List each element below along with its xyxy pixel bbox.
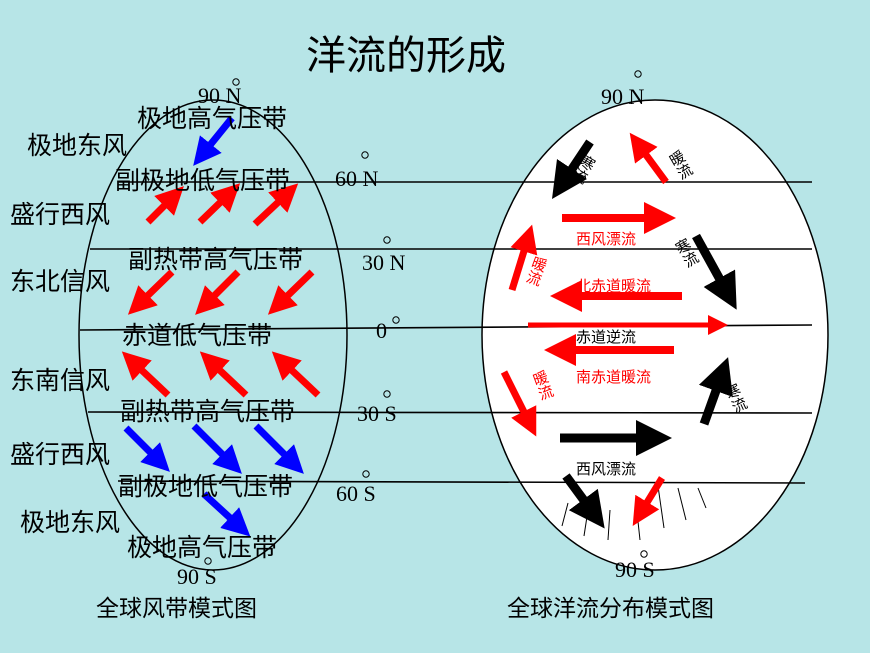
wind-globe-ellipse	[78, 99, 348, 571]
lat-90n-left: 90 N	[198, 83, 242, 108]
wind-arrow-ne-trade	[195, 269, 241, 315]
wind-arrows	[121, 115, 321, 537]
lat-90s-left: 90 S	[177, 564, 217, 589]
label-polar-high-s: 极地高气压带	[127, 533, 278, 562]
label-north-eq-warm: 北赤道暖流	[576, 277, 652, 295]
current-warm-se	[632, 476, 665, 526]
label-subpolar-low-s: 副极地低气压带	[118, 472, 294, 501]
label-west-wind-drift-s: 西风漂流	[576, 460, 637, 478]
wind-arrow-ne-trade	[127, 269, 175, 315]
lat-30s: 30 S	[357, 401, 397, 426]
current-cold-nw	[552, 139, 594, 199]
current-warm-sw	[500, 370, 537, 437]
wind-arrow-ne-trade	[267, 269, 315, 315]
label-subtropical-high-s: 副热带高气压带	[120, 397, 296, 426]
lat-30n: 30 N	[362, 250, 406, 275]
label-eq-counter: 赤道逆流	[576, 328, 637, 346]
current-cold-se	[698, 357, 733, 426]
wind-arrow-westerly-n	[252, 183, 299, 227]
wind-arrow-westerly-n	[197, 183, 241, 225]
latitude-line-60s	[117, 480, 806, 484]
wind-arrow-se-trade	[271, 351, 321, 398]
current-warm-ne	[629, 132, 669, 185]
label-polar-easterly-n: 极地东风	[27, 131, 128, 160]
wind-arrow-westerly-n	[145, 186, 184, 225]
caption-ocean: 全球洋流分布模式图	[507, 596, 714, 622]
label-westerlies-s: 盛行西风	[10, 440, 111, 469]
label-subpolar-low-n: 副极地低气压带	[115, 166, 291, 195]
current-warm-nw	[508, 224, 538, 292]
label-westerlies-n: 盛行西风	[10, 200, 111, 229]
lat-90s-right: 90 S	[615, 557, 655, 582]
label-polar-high-n: 极地高气压带	[137, 104, 288, 133]
lat-90n-right: 90 N	[601, 84, 645, 109]
label-subtropical-high-n: 副热带高气压带	[128, 245, 304, 274]
degree-symbols	[204, 70, 648, 565]
latitude-line-30s	[87, 411, 813, 414]
wind-arrow-se-trade	[199, 351, 249, 398]
label-south-eq-warm: 南赤道暖流	[576, 368, 652, 386]
lat-60n: 60 N	[335, 166, 379, 191]
label-polar-easterly-s: 极地东风	[20, 508, 121, 537]
wind-arrow-se-trade	[121, 351, 171, 398]
label-ne-trade: 东北信风	[10, 267, 111, 296]
wind-arrow-westerly-s	[123, 425, 170, 472]
lat-eq: 0	[376, 318, 387, 343]
caption-wind: 全球风带模式图	[96, 596, 257, 622]
label-se-trade: 东南信风	[10, 366, 111, 395]
wind-arrow-polar-n	[193, 115, 235, 166]
ocean-current-arrows	[500, 132, 737, 529]
current-cold-sw	[562, 473, 605, 529]
label-equatorial-low: 赤道低气压带	[122, 321, 273, 350]
page-title: 洋流的形成	[306, 33, 506, 79]
wind-arrow-westerly-s	[253, 423, 304, 474]
latitude-lines	[79, 181, 813, 484]
wind-arrow-westerly-s	[191, 423, 242, 474]
current-cold-ne	[692, 233, 737, 310]
wind-arrow-polar-s	[201, 491, 251, 537]
lat-60s: 60 S	[336, 481, 376, 506]
label-west-wind-drift-n: 西风漂流	[576, 230, 637, 248]
